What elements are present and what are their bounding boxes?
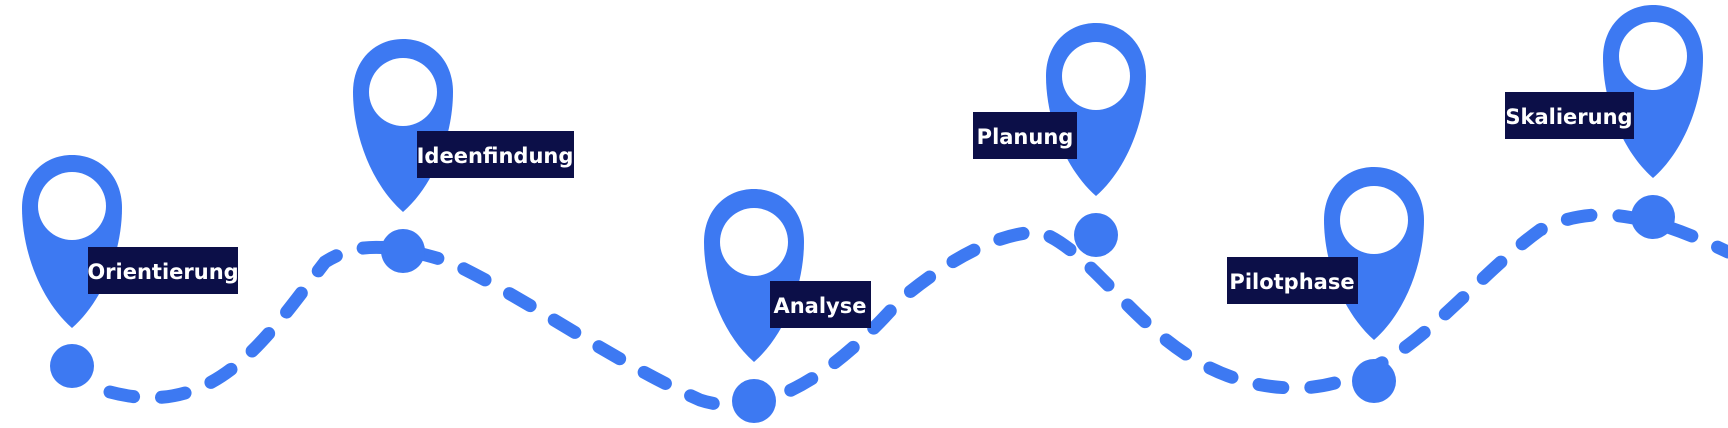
milestone-dot [1074, 213, 1118, 257]
milestone-label-text: Analyse [773, 294, 866, 318]
milestone-label-text: Orientierung [87, 260, 238, 284]
milestone-label-text: Planung [977, 125, 1074, 149]
milestone-pilotphase: Pilotphase [1227, 167, 1424, 403]
milestone-label: Planung [973, 112, 1077, 159]
map-pin-icon [1046, 23, 1146, 196]
milestone-dot [381, 229, 425, 273]
milestone-planung: Planung [973, 23, 1146, 257]
milestone-analyse: Analyse [704, 189, 871, 423]
milestone-label: Skalierung [1505, 92, 1634, 139]
milestone-skalierung: Skalierung [1505, 5, 1703, 239]
map-pin-icon [1324, 167, 1424, 340]
milestone-label-text: Ideenfindung [417, 144, 574, 168]
milestone-label: Ideenfindung [417, 131, 574, 178]
milestone-label: Pilotphase [1227, 257, 1358, 304]
milestone-label: Orientierung [87, 247, 239, 294]
milestone-dot [50, 344, 94, 388]
milestone-label-text: Pilotphase [1229, 270, 1354, 294]
milestone-label: Analyse [770, 281, 871, 328]
milestone-dot [1631, 195, 1675, 239]
map-pin-icon [22, 155, 122, 328]
milestone-dot [732, 379, 776, 423]
map-pin-icon [1603, 5, 1703, 178]
map-pin-icon [353, 39, 453, 212]
map-pin-icon [704, 189, 804, 362]
milestone-label-text: Skalierung [1505, 105, 1632, 129]
milestone-dot [1352, 359, 1396, 403]
milestone-orientierung: Orientierung [22, 155, 239, 388]
milestone-ideenfindung: Ideenfindung [353, 39, 574, 273]
roadmap-dashed-path [103, 208, 1728, 412]
